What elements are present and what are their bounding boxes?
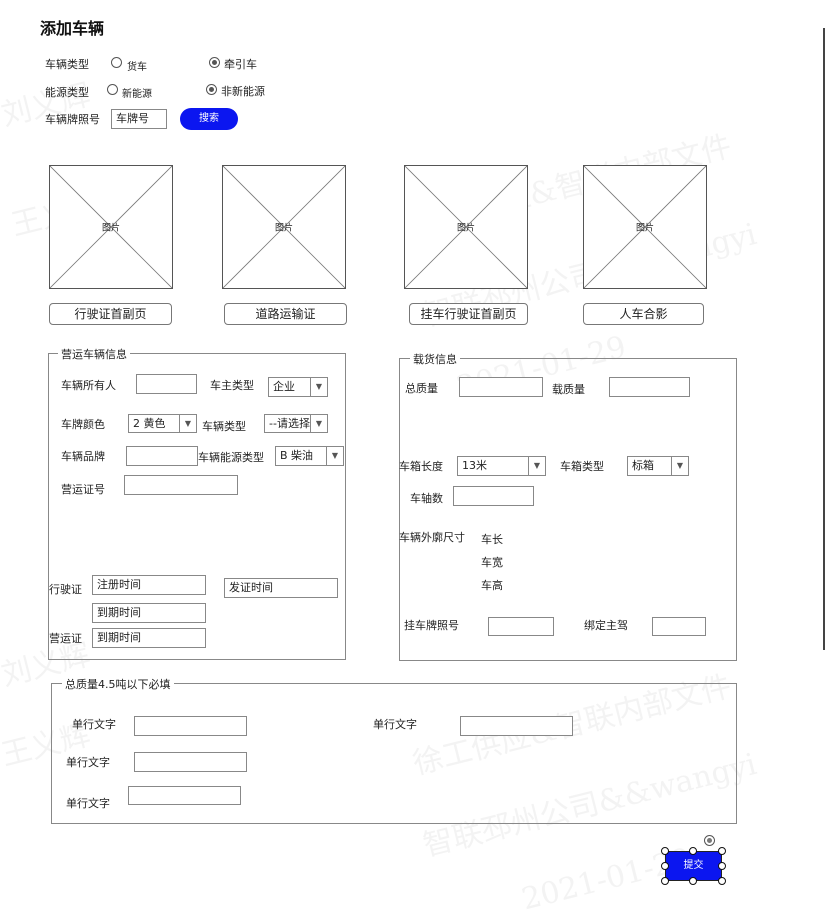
selection-handle[interactable] xyxy=(689,847,697,855)
selection-handle[interactable] xyxy=(689,877,697,885)
scrollbar[interactable] xyxy=(823,28,825,650)
op-vehicle-type-label: 车辆类型 xyxy=(202,420,246,433)
brand-label: 车辆品牌 xyxy=(61,450,105,463)
text-field-input[interactable] xyxy=(128,786,241,805)
plate-input[interactable]: 车牌号 xyxy=(111,109,167,129)
load-mass-input[interactable] xyxy=(609,377,690,397)
plate-color-select[interactable]: 2 黄色▼ xyxy=(128,414,197,433)
radio-truck[interactable] xyxy=(111,57,122,68)
permit-no-label: 营运证号 xyxy=(61,483,105,496)
plate-label: 车辆牌照号 xyxy=(45,113,100,126)
radio-new-energy[interactable] xyxy=(107,84,118,95)
upload-trailer-license-button[interactable]: 挂车行驶证首副页 xyxy=(409,303,528,325)
axles-label: 车轴数 xyxy=(410,492,443,505)
cargo-info-panel xyxy=(399,358,737,661)
owner-label: 车辆所有人 xyxy=(61,379,116,392)
radio-tractor[interactable] xyxy=(209,57,220,68)
image-transport-cert[interactable]: 图片 xyxy=(222,165,346,289)
chevron-down-icon: ▼ xyxy=(671,457,688,475)
chevron-down-icon: ▼ xyxy=(310,415,327,432)
chevron-down-icon: ▼ xyxy=(310,378,327,396)
text-field-label: 单行文字 xyxy=(66,797,110,810)
operating-info-panel xyxy=(48,353,346,660)
box-type-select[interactable]: 标箱▼ xyxy=(627,456,689,476)
total-mass-label: 总质量 xyxy=(405,382,438,395)
chevron-down-icon: ▼ xyxy=(528,457,545,475)
dim-width-label: 车宽 xyxy=(481,556,503,569)
search-button[interactable]: 搜索 xyxy=(180,108,238,130)
text-field-input[interactable] xyxy=(460,716,573,736)
selection-handle[interactable] xyxy=(718,847,726,855)
box-type-label: 车箱类型 xyxy=(560,460,604,473)
load-mass-label: 载质量 xyxy=(552,383,585,396)
upload-license-button[interactable]: 行驶证首副页 xyxy=(49,303,172,325)
image-placeholder-text: 图片 xyxy=(635,223,654,234)
text-field-input[interactable] xyxy=(134,716,247,736)
text-field-input[interactable] xyxy=(134,752,247,772)
plate-color-label: 车牌颜色 xyxy=(61,418,105,431)
issue-time-input[interactable]: 发证时间 xyxy=(224,578,338,598)
box-length-select[interactable]: 13米▼ xyxy=(457,456,546,476)
under-4-5-ton-legend: 总质量4.5吨以下必填 xyxy=(62,676,174,692)
owner-type-select[interactable]: 企业▼ xyxy=(268,377,328,397)
selection-handle[interactable] xyxy=(661,877,669,885)
op-permit-label: 营运证 xyxy=(49,632,82,645)
image-placeholder-text: 图片 xyxy=(456,223,475,234)
operating-info-legend: 营运车辆信息 xyxy=(58,346,130,362)
driving-license-label: 行驶证 xyxy=(49,583,82,596)
image-placeholder-text: 图片 xyxy=(274,223,293,234)
chevron-down-icon: ▼ xyxy=(326,447,343,465)
upload-person-vehicle-button[interactable]: 人车合影 xyxy=(583,303,704,325)
text-field-label: 单行文字 xyxy=(373,718,417,731)
axles-input[interactable] xyxy=(453,486,534,506)
energy-select[interactable]: B 柴油▼ xyxy=(275,446,344,466)
cargo-info-legend: 载货信息 xyxy=(410,351,460,367)
outline-dims-label: 车辆外廓尺寸 xyxy=(399,531,465,544)
rotate-handle-icon[interactable] xyxy=(704,835,715,846)
image-trailer-license[interactable]: 图片 xyxy=(404,165,528,289)
box-length-label: 车箱长度 xyxy=(399,460,443,473)
radio-non-new-energy[interactable] xyxy=(206,84,217,95)
dim-height-label: 车高 xyxy=(481,579,503,592)
op-vehicle-type-select[interactable]: --请选择▼ xyxy=(264,414,328,433)
energy-label: 车辆能源类型 xyxy=(198,451,264,464)
selection-handle[interactable] xyxy=(718,862,726,870)
dim-length-label: 车长 xyxy=(481,533,503,546)
owner-type-label: 车主类型 xyxy=(210,379,254,392)
text-field-label: 单行文字 xyxy=(66,756,110,769)
radio-non-new-energy-label: 非新能源 xyxy=(221,85,265,98)
bind-driver-label: 绑定主驾 xyxy=(584,619,628,632)
selection-handle[interactable] xyxy=(661,847,669,855)
image-placeholder-text: 图片 xyxy=(101,223,120,234)
upload-transport-cert-button[interactable]: 道路运输证 xyxy=(224,303,347,325)
under-4-5-ton-panel xyxy=(51,683,737,824)
page-title: 添加车辆 xyxy=(40,19,105,38)
energy-type-label: 能源类型 xyxy=(45,86,89,99)
permit-expire-input[interactable]: 到期时间 xyxy=(92,628,206,648)
chevron-down-icon: ▼ xyxy=(179,415,196,432)
submit-button[interactable]: 提交 xyxy=(665,851,722,881)
trailer-plate-input[interactable] xyxy=(488,617,554,636)
radio-truck-label: 货车 xyxy=(127,62,147,73)
trailer-plate-label: 挂车牌照号 xyxy=(404,619,459,632)
reg-time-input[interactable]: 注册时间 xyxy=(92,575,206,595)
vehicle-type-label: 车辆类型 xyxy=(45,58,89,71)
brand-input[interactable] xyxy=(126,446,198,466)
selection-handle[interactable] xyxy=(661,862,669,870)
bind-driver-input[interactable] xyxy=(652,617,706,636)
image-person-vehicle[interactable]: 图片 xyxy=(583,165,707,289)
license-expire-input[interactable]: 到期时间 xyxy=(92,603,206,623)
image-license[interactable]: 图片 xyxy=(49,165,173,289)
selection-handle[interactable] xyxy=(718,877,726,885)
total-mass-input[interactable] xyxy=(459,377,543,397)
text-field-label: 单行文字 xyxy=(72,718,116,731)
radio-new-energy-label: 新能源 xyxy=(122,89,152,100)
radio-tractor-label: 牵引车 xyxy=(224,58,257,71)
permit-no-input[interactable] xyxy=(124,475,238,495)
owner-input[interactable] xyxy=(136,374,197,394)
